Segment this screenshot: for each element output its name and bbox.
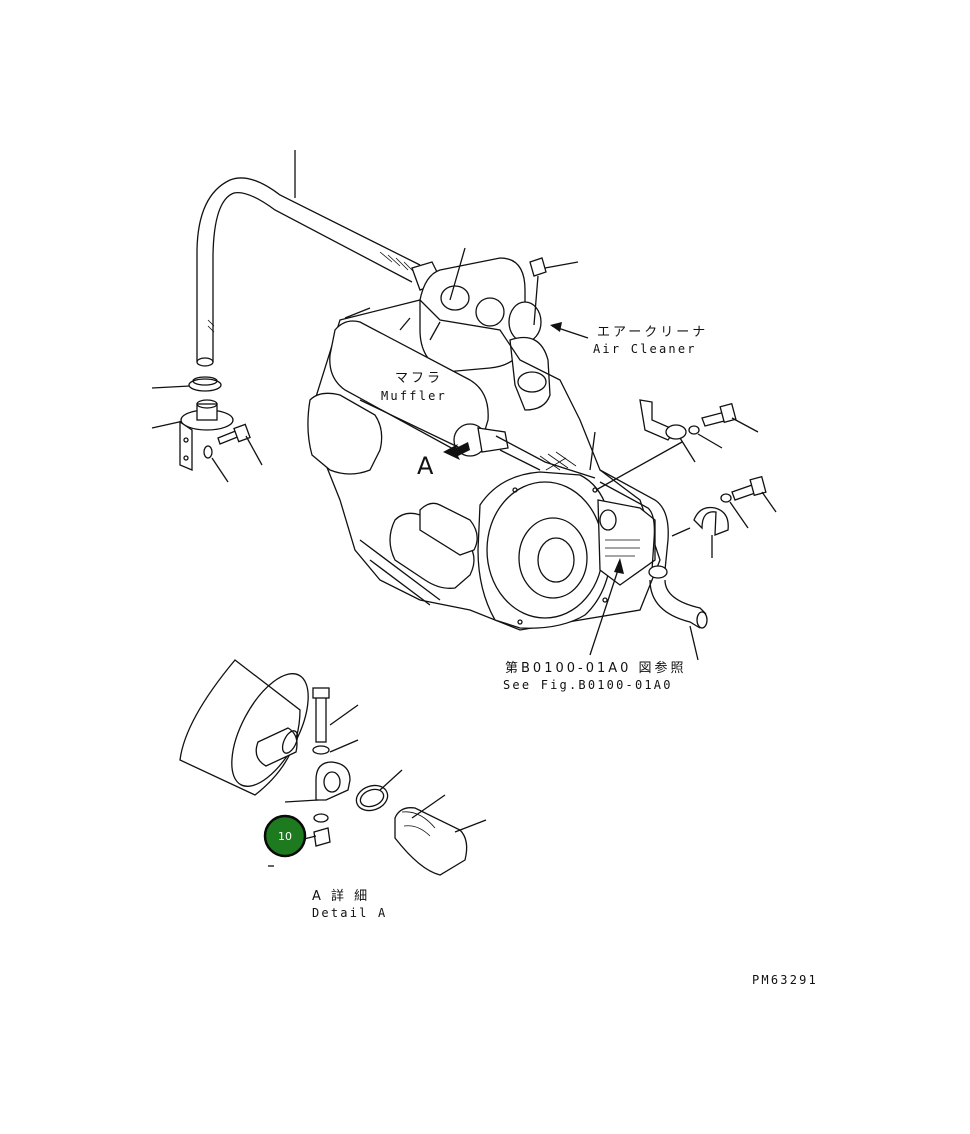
air-cleaner-label-jp: エアークリーナ <box>597 325 708 340</box>
reference-label-en: See Fig.B0100-01A0 <box>503 678 673 692</box>
right-bracket-hardware <box>595 399 777 661</box>
detail-a-view <box>179 659 487 876</box>
view-marker-a: A <box>417 452 434 480</box>
view-a-arrow <box>359 399 470 460</box>
reference-leader <box>589 558 624 656</box>
callout-number: 10 <box>278 830 292 843</box>
air-cleaner-assembly <box>419 247 589 411</box>
reference-label-jp: 第B0100-01A0 図参照 <box>505 660 687 676</box>
drawing-code: PM63291 <box>752 973 818 987</box>
callout-circle[interactable] <box>263 814 307 858</box>
air-cleaner-label-en: Air Cleaner <box>593 342 697 356</box>
exhaust-tail-pipe <box>196 177 443 367</box>
detail-a-label-en: Detail A <box>312 906 387 920</box>
muffler-label-en: Muffler <box>381 389 447 403</box>
engine-block <box>307 299 661 631</box>
pipe-support-clamp <box>151 376 263 483</box>
muffler-label-jp: マフラ <box>395 371 443 386</box>
callout-badge-10[interactable]: 10 <box>263 814 307 858</box>
leader-line <box>589 431 596 471</box>
detail-a-label-jp: A 詳 細 <box>312 888 370 904</box>
